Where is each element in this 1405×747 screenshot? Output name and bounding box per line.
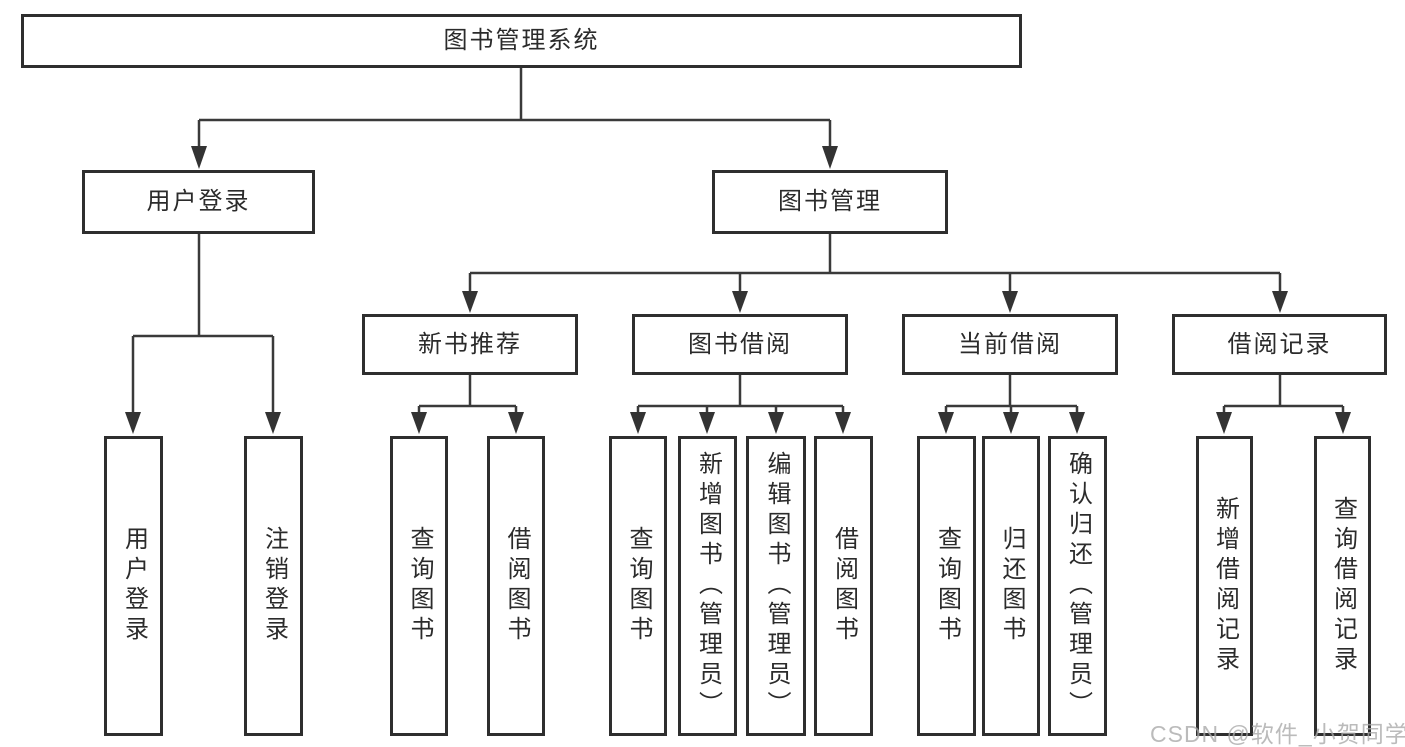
leaf-borrow-books-borrowing: 借阅图书 bbox=[814, 436, 873, 736]
arrowhead-icon bbox=[265, 412, 281, 434]
arrowhead-icon bbox=[699, 412, 715, 434]
connector-line-current-borrow bbox=[944, 375, 1079, 413]
arrowhead-icon bbox=[768, 412, 784, 434]
arrowhead-icon bbox=[1003, 412, 1019, 434]
node-label: 归还图书 bbox=[998, 526, 1025, 646]
arrowhead-icon bbox=[732, 291, 748, 313]
arrowhead-icon bbox=[822, 146, 838, 169]
arrowhead-icon bbox=[508, 412, 524, 434]
node-label: 借阅记录 bbox=[1227, 330, 1332, 358]
leaf-logout-login: 注销登录 bbox=[244, 436, 303, 736]
arrowhead-icon bbox=[938, 412, 954, 434]
leaf-query-books-current: 查询图书 bbox=[917, 436, 976, 736]
node-user-login: 用户登录 bbox=[82, 170, 315, 234]
node-label: 图书管理 bbox=[778, 188, 882, 215]
arrowhead-icon bbox=[1216, 412, 1232, 434]
node-label: 借阅图书 bbox=[503, 526, 530, 646]
arrowhead-icon bbox=[1335, 412, 1351, 434]
node-label: 确认归还（管理员） bbox=[1064, 451, 1092, 721]
connector-line-root bbox=[197, 68, 832, 147]
node-label: 注销登录 bbox=[260, 526, 288, 646]
arrowhead-icon bbox=[462, 291, 478, 313]
node-book-borrowing: 图书借阅 bbox=[632, 314, 848, 375]
arrowhead-icon bbox=[411, 412, 427, 434]
leaf-return-books: 归还图书 bbox=[982, 436, 1040, 736]
leaf-user-login: 用户登录 bbox=[104, 436, 163, 736]
leaf-edit-book-admin: 编辑图书（管理员） bbox=[746, 436, 806, 736]
leaf-query-books-borrowing: 查询图书 bbox=[609, 436, 667, 736]
node-label: 查询图书 bbox=[406, 526, 433, 646]
arrowhead-icon bbox=[1002, 291, 1018, 313]
connector-line-book-borrow bbox=[636, 375, 845, 413]
node-borrowing-records: 借阅记录 bbox=[1172, 314, 1387, 375]
node-label: 新增图书（管理员） bbox=[694, 451, 722, 721]
connector-line-new-book bbox=[417, 375, 518, 413]
arrowhead-icon bbox=[191, 146, 207, 169]
arrowhead-icon bbox=[835, 412, 851, 434]
node-label: 借阅图书 bbox=[830, 526, 858, 646]
arrowhead-icon bbox=[630, 412, 646, 434]
node-new-book-recommend: 新书推荐 bbox=[362, 314, 578, 375]
leaf-borrow-books-recommend: 借阅图书 bbox=[487, 436, 545, 736]
node-label: 用户登录 bbox=[146, 188, 251, 215]
arrowhead-icon bbox=[125, 412, 141, 434]
connector-line-user-login bbox=[131, 234, 275, 413]
node-label: 查询图书 bbox=[933, 526, 961, 646]
node-current-borrowing: 当前借阅 bbox=[902, 314, 1118, 375]
node-label: 用户登录 bbox=[120, 526, 148, 646]
leaf-confirm-return-admin: 确认归还（管理员） bbox=[1048, 436, 1107, 736]
node-library-management-system: 图书管理系统 bbox=[21, 14, 1022, 68]
node-label: 图书管理系统 bbox=[443, 27, 600, 54]
node-label: 编辑图书（管理员） bbox=[763, 451, 790, 721]
node-book-management: 图书管理 bbox=[712, 170, 948, 234]
arrowhead-icon bbox=[1272, 291, 1288, 313]
leaf-query-borrow-record: 查询借阅记录 bbox=[1314, 436, 1371, 736]
node-label: 查询图书 bbox=[625, 526, 652, 646]
leaf-add-book-admin: 新增图书（管理员） bbox=[678, 436, 737, 736]
node-label: 图书借阅 bbox=[688, 330, 792, 358]
node-label: 当前借阅 bbox=[958, 330, 1062, 358]
leaf-add-borrow-record: 新增借阅记录 bbox=[1196, 436, 1253, 736]
node-label: 查询借阅记录 bbox=[1329, 496, 1357, 676]
csdn-watermark: CSDN @软件_小贺同学 bbox=[1150, 721, 1405, 747]
arrowhead-icon bbox=[1069, 412, 1085, 434]
node-label: 新增借阅记录 bbox=[1211, 496, 1239, 676]
leaf-query-books-recommend: 查询图书 bbox=[390, 436, 448, 736]
connector-line-book-management bbox=[468, 234, 1282, 292]
connector-line-borrow-records bbox=[1222, 375, 1345, 413]
node-label: 新书推荐 bbox=[418, 330, 522, 358]
